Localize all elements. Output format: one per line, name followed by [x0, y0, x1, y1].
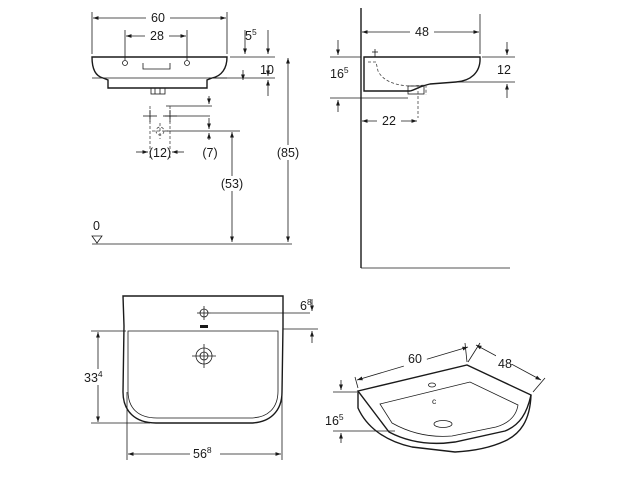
top-view: 68 334 568	[84, 295, 318, 461]
drain-crosshairs	[143, 106, 240, 158]
rim-thickness-label: 12	[497, 63, 511, 77]
side-view: 48 165 12 22	[330, 8, 515, 269]
drain-height-label: (53)	[221, 177, 243, 191]
floor-level-label: 0	[93, 219, 100, 233]
top-drain	[192, 344, 216, 368]
iso-height-label: 165	[325, 412, 344, 428]
tap-hole-offset-label: 68	[300, 297, 312, 313]
front-drain	[150, 87, 166, 95]
drain-above-label: (7)	[202, 146, 217, 160]
drain-offset-label: (12)	[149, 146, 171, 160]
iso-depth-label: 48	[498, 357, 512, 371]
bowl-width-label: 568	[193, 445, 212, 461]
front-basin-outline	[91, 56, 228, 89]
side-depth-label: 48	[415, 25, 429, 39]
iso-rim-outline	[356, 364, 532, 445]
tap-hole	[197, 306, 310, 320]
side-height-label: 165	[330, 65, 349, 81]
rim-height-label: 10	[260, 63, 274, 77]
side-basin-outline	[363, 56, 481, 92]
iso-drain-mark: c	[432, 396, 437, 406]
iso-width-label: 60	[408, 352, 422, 366]
bowl-depth-label: 334	[84, 369, 103, 385]
front-view: 60 28 55 10	[91, 10, 305, 245]
iso-bowl-outline	[379, 381, 519, 437]
front-width-label: 60	[151, 11, 165, 25]
floor-level-marker	[91, 235, 103, 244]
iso-view: c 60 48 165	[325, 342, 546, 453]
rim-height-floor-label: (85)	[277, 146, 299, 160]
drain-from-wall-label: 22	[382, 114, 396, 128]
tap-spacing-label: 28	[150, 29, 164, 43]
top-bowl-outline	[127, 330, 279, 419]
rim-top-label: 55	[245, 27, 257, 43]
